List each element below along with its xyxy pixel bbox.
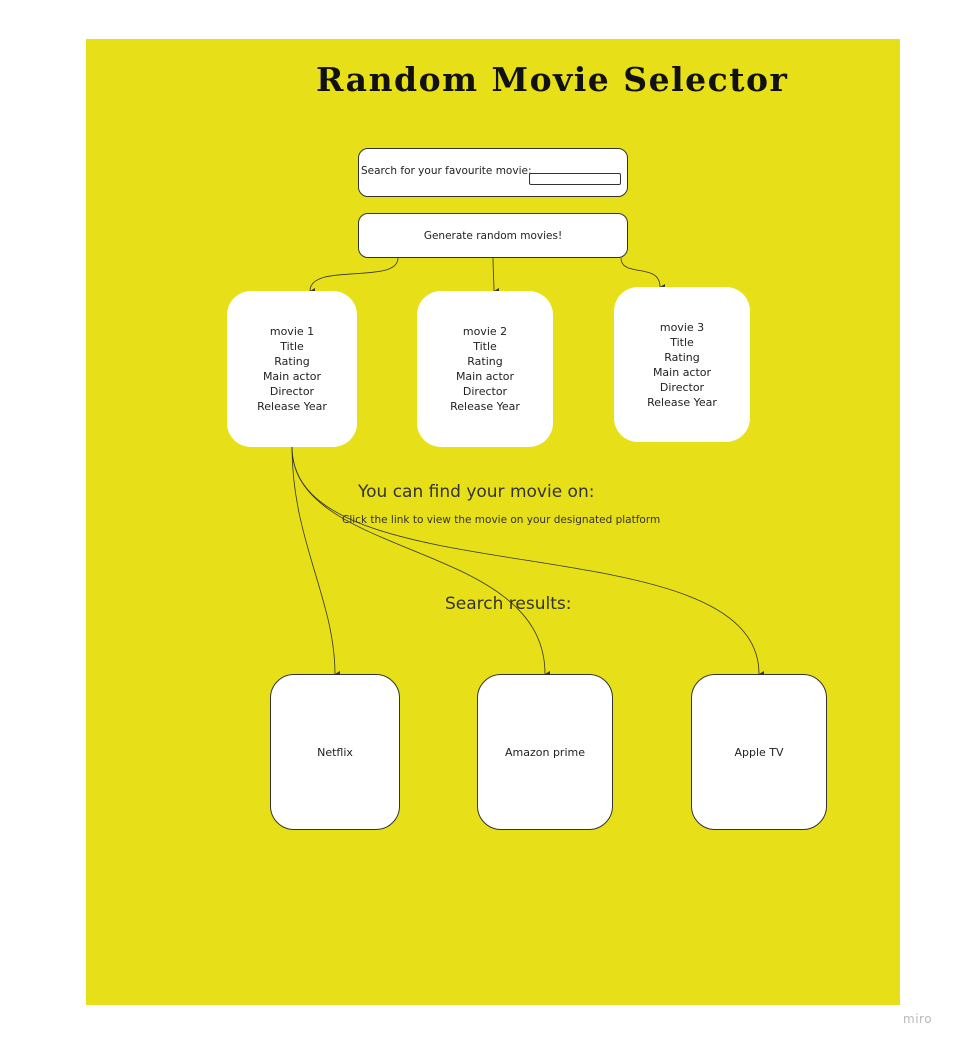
- movie-field-rating: Rating: [274, 355, 310, 368]
- movie-card-2[interactable]: movie 2 Title Rating Main actor Director…: [417, 291, 553, 447]
- movie-field-director: Director: [269, 385, 315, 398]
- connector-generate-movie3: [620, 257, 666, 290]
- page-title: Random Movie Selector: [316, 60, 789, 99]
- platform-amazon-prime-link[interactable]: Amazon prime: [477, 674, 613, 830]
- movie-field-main-actor: Main actor: [455, 370, 515, 383]
- movie-field-director: Director: [659, 380, 705, 394]
- search-label: Search for your favourite movie:: [361, 165, 532, 177]
- movie-field-title: Title: [473, 340, 497, 353]
- movie-field-rating: Rating: [467, 355, 503, 368]
- search-box: Search for your favourite movie:: [358, 148, 628, 197]
- movie-field-title: Title: [280, 340, 304, 353]
- connector-generate-movie1: [309, 257, 399, 295]
- connector-movie1-netflix: [291, 446, 341, 677]
- movie-field-release-year: Release Year: [647, 395, 717, 409]
- find-movie-heading: You can find your movie on:: [358, 482, 595, 502]
- movie-card-1[interactable]: movie 1 Title Rating Main actor Director…: [227, 291, 357, 447]
- connector-generate-movie2: [492, 257, 500, 294]
- miro-watermark: miro: [903, 1012, 933, 1026]
- connector-movie1-appletv: [291, 446, 765, 677]
- movie-field-main-actor: Main actor: [652, 365, 712, 379]
- canvas-board: [86, 39, 900, 1005]
- generate-random-movies-button[interactable]: Generate random movies!: [358, 213, 628, 258]
- platform-apple-tv-link[interactable]: Apple TV: [691, 674, 827, 830]
- movie-field-release-year: Release Year: [257, 400, 327, 413]
- movie-card-name: movie 3: [659, 320, 705, 334]
- movie-field-title: Title: [670, 335, 694, 349]
- movie-field-rating: Rating: [664, 350, 700, 364]
- platform-netflix-link[interactable]: Netflix: [270, 674, 400, 830]
- movie-field-release-year: Release Year: [450, 400, 520, 413]
- movie-field-main-actor: Main actor: [262, 370, 322, 383]
- movie-card-name: movie 1: [269, 325, 315, 338]
- movie-card-name: movie 2: [462, 325, 508, 338]
- search-results-heading: Search results:: [445, 594, 572, 614]
- movie-card-3[interactable]: movie 3 Title Rating Main actor Director…: [614, 287, 750, 442]
- find-movie-subtext: Click the link to view the movie on your…: [342, 514, 661, 526]
- movie-field-director: Director: [462, 385, 508, 398]
- search-input[interactable]: [529, 173, 621, 185]
